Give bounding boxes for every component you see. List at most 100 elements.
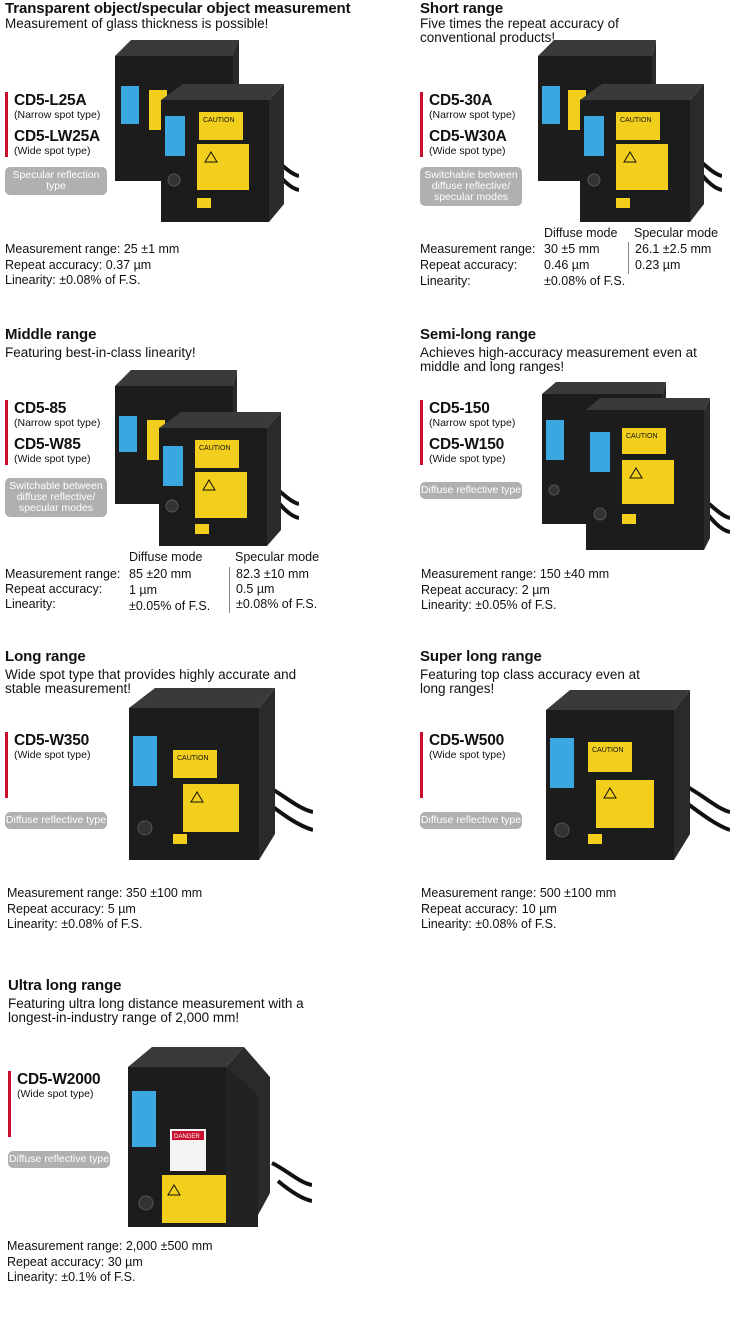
spec-range: 2,000 ±500 mm bbox=[125, 1239, 213, 1253]
spec-list: Measurement range: 500 ±100 mm Repeat ac… bbox=[421, 886, 617, 931]
spec-range: 30 ±5 mm bbox=[544, 242, 600, 256]
model-list: CD5-W500 (Wide spot type) bbox=[420, 732, 505, 798]
spec-range: 85 ±20 mm bbox=[129, 567, 192, 581]
caution-text: CAUTION bbox=[592, 747, 624, 754]
reflection-type-badge: Diffuse reflective type bbox=[8, 1151, 110, 1168]
section-subtitle: Wide spot type that provides highly accu… bbox=[5, 667, 297, 696]
reflection-type-badge: Switchable between diffuse reflective/ s… bbox=[5, 478, 107, 517]
caution-label bbox=[195, 440, 239, 468]
caution-text: CAUTION bbox=[177, 755, 209, 762]
spec-repeat: 1 µm bbox=[129, 583, 158, 597]
danger-text: DANGER bbox=[174, 1134, 200, 1140]
model-list: CD5-85 (Narrow spot type) CD5-W85 (Wide … bbox=[5, 400, 100, 465]
spec-repeat: 0.46 µm bbox=[544, 258, 590, 272]
lens-window bbox=[550, 738, 574, 788]
section-subtitle: Featuring best-in-class linearity! bbox=[5, 345, 196, 360]
model-name: CD5-W2000 bbox=[17, 1071, 101, 1088]
section-title: Short range bbox=[420, 0, 504, 17]
diffuse-mode-header: Diffuse mode bbox=[544, 226, 618, 240]
reflection-type-badge: Diffuse reflective type bbox=[420, 812, 522, 829]
spec-repeat: 10 µm bbox=[521, 901, 557, 916]
model-type: (Wide spot type) bbox=[429, 749, 506, 761]
lens-window bbox=[163, 446, 183, 486]
section-subtitle: Featuring top class accuracy even at lon… bbox=[420, 667, 640, 696]
model-list: CD5-W350 (Wide spot type) bbox=[5, 732, 90, 798]
spec-repeat: 0.37 µm bbox=[105, 257, 152, 272]
reflection-type-badge: Specular reflection type bbox=[5, 167, 107, 195]
reflection-type-badge: Switchable between diffuse reflective/ s… bbox=[420, 167, 522, 206]
caution-label bbox=[588, 742, 632, 772]
specular-spec-repeat: 0.5 µm bbox=[229, 582, 274, 598]
lens-window bbox=[590, 432, 610, 472]
spec-repeat: 2 µm bbox=[521, 582, 550, 597]
model-name: CD5-W30A bbox=[429, 128, 507, 145]
section-title: Middle range bbox=[5, 326, 97, 343]
model-type: (Wide spot type) bbox=[14, 145, 91, 157]
sensor-front: CAUTION bbox=[159, 412, 281, 546]
spec-range: 500 ±100 mm bbox=[539, 886, 617, 900]
sensor-body: CAUTION bbox=[546, 690, 690, 860]
diffuse-mode-header: Diffuse mode bbox=[129, 550, 203, 564]
section-subtitle: Five times the repeat accuracy of conven… bbox=[420, 16, 619, 45]
caution-text: CAUTION bbox=[203, 117, 235, 124]
sensor-image: DANGER bbox=[122, 1043, 313, 1234]
spec-linearity: ±0.05% of F.S. bbox=[475, 598, 557, 612]
sensor-image: CAUTION bbox=[542, 684, 730, 869]
model-name: CD5-W500 bbox=[429, 732, 505, 749]
caution-text: CAUTION bbox=[199, 445, 231, 452]
model-type: (Wide spot type) bbox=[14, 453, 91, 465]
lens-window bbox=[133, 736, 157, 786]
spec-table: Diffuse mode Specular mode Measurement r… bbox=[5, 550, 320, 613]
model-name: CD5-W85 bbox=[14, 436, 81, 453]
caution-label bbox=[199, 112, 243, 140]
lens-window bbox=[584, 116, 604, 156]
model-type: (Wide spot type) bbox=[429, 453, 506, 465]
spec-linearity: ±0.1% of F.S. bbox=[61, 1270, 136, 1284]
spec-repeat: 5 µm bbox=[107, 901, 136, 916]
model-list: CD5-W2000 (Wide spot type) bbox=[8, 1071, 101, 1137]
spec-list: Measurement range: 25 ±1 mm Repeat accur… bbox=[5, 242, 180, 287]
specular-spec-linearity: ±0.08% of F.S. bbox=[229, 597, 317, 613]
sensor-front: CAUTION bbox=[161, 84, 284, 222]
model-name: CD5-W350 bbox=[14, 732, 90, 749]
lens-window bbox=[165, 116, 185, 156]
spec-linearity: ±0.08% of F.S. bbox=[475, 917, 557, 931]
model-type: (Narrow spot type) bbox=[429, 417, 516, 429]
reflection-type-badge: Diffuse reflective type bbox=[5, 812, 107, 829]
spec-range: 350 ±100 mm bbox=[125, 886, 203, 900]
model-type: (Narrow spot type) bbox=[14, 109, 101, 121]
sensor-body: DANGER bbox=[128, 1047, 270, 1227]
specular-spec-range: 26.1 ±2.5 mm bbox=[628, 242, 711, 258]
spec-linearity: ±0.08% of F.S. bbox=[59, 273, 141, 287]
sensor-body: CAUTION bbox=[129, 688, 275, 860]
spec-table: Diffuse mode Specular mode Measurement r… bbox=[420, 226, 719, 288]
section-subtitle: Measurement of glass thickness is possib… bbox=[5, 16, 269, 31]
model-type: (Narrow spot type) bbox=[429, 109, 516, 121]
model-list: CD5-L25A (Narrow spot type) CD5-LW25A (W… bbox=[5, 92, 100, 157]
sensor-pair-image: CAUTION bbox=[109, 366, 300, 556]
section-subtitle: Achieves high-accuracy measurement even … bbox=[420, 345, 697, 374]
section-subtitle: Featuring ultra long distance measuremen… bbox=[8, 996, 304, 1025]
spec-list: Measurement range: 2,000 ±500 mm Repeat … bbox=[7, 1239, 213, 1284]
spec-linearity: ±0.08% of F.S. bbox=[544, 274, 626, 288]
model-name: CD5-L25A bbox=[14, 92, 87, 109]
sensor-front: CAUTION bbox=[586, 398, 710, 550]
model-type: (Wide spot type) bbox=[17, 1088, 94, 1100]
spec-range: 25 ±1 mm bbox=[123, 242, 180, 256]
caution-label bbox=[622, 428, 666, 454]
sensor-pair-image: CAUTION bbox=[532, 38, 723, 228]
model-list: CD5-30A (Narrow spot type) CD5-W30A (Wid… bbox=[420, 92, 515, 157]
specular-mode-header: Specular mode bbox=[634, 226, 719, 240]
section-title: Transparent object/specular object measu… bbox=[5, 0, 351, 17]
reflection-type-badge: Diffuse reflective type bbox=[420, 482, 522, 499]
sensor-image: CAUTION bbox=[123, 684, 314, 869]
section-title: Long range bbox=[5, 648, 86, 665]
sensor-pair-image: CAUTION bbox=[109, 38, 300, 228]
section-title: Semi-long range bbox=[420, 326, 537, 343]
spec-repeat: 30 µm bbox=[107, 1254, 143, 1269]
specular-spec-range: 82.3 ±10 mm bbox=[229, 567, 309, 583]
sensor-pair-image: CAUTION bbox=[540, 380, 730, 560]
model-type: (Wide spot type) bbox=[14, 749, 91, 761]
spec-list: Measurement range: 350 ±100 mm Repeat ac… bbox=[7, 886, 203, 931]
caution-text: CAUTION bbox=[620, 117, 652, 124]
